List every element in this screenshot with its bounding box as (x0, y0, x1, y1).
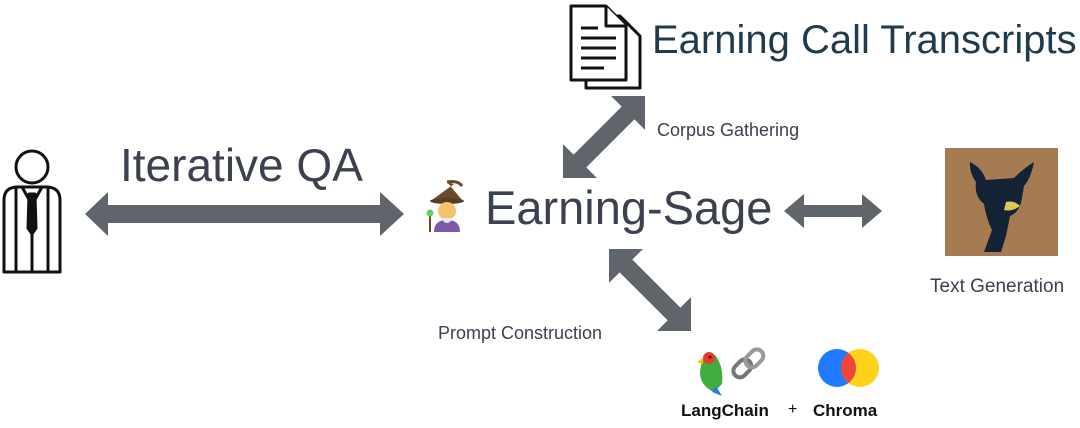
prompt-arrow (608, 248, 692, 332)
deer-logo-icon (969, 162, 1034, 252)
text-generation-label: Text Generation (930, 276, 1065, 297)
plus-sign: + (788, 401, 798, 418)
iterative-qa-label: Iterative QA (120, 139, 363, 191)
parrot-chain-icon (697, 347, 766, 396)
businessman-icon (2, 149, 62, 274)
chroma-logo-icon (818, 349, 879, 387)
transcripts-title: Earning Call Transcripts (652, 18, 1077, 62)
prompt-construction-label: Prompt Construction (438, 323, 603, 343)
model-image (945, 148, 1058, 256)
langchain-label: LangChain (681, 401, 769, 420)
chroma-label: Chroma (813, 401, 878, 420)
earning-sage-label: Earning-Sage (485, 181, 773, 234)
iterative-qa-arrow (85, 192, 404, 236)
documents-icon (569, 4, 642, 90)
corpus-arrow (562, 95, 646, 179)
text-generation-arrow (784, 194, 882, 228)
corpus-gathering-label: Corpus Gathering (657, 120, 800, 140)
wizard-emoji-icon (426, 180, 464, 232)
